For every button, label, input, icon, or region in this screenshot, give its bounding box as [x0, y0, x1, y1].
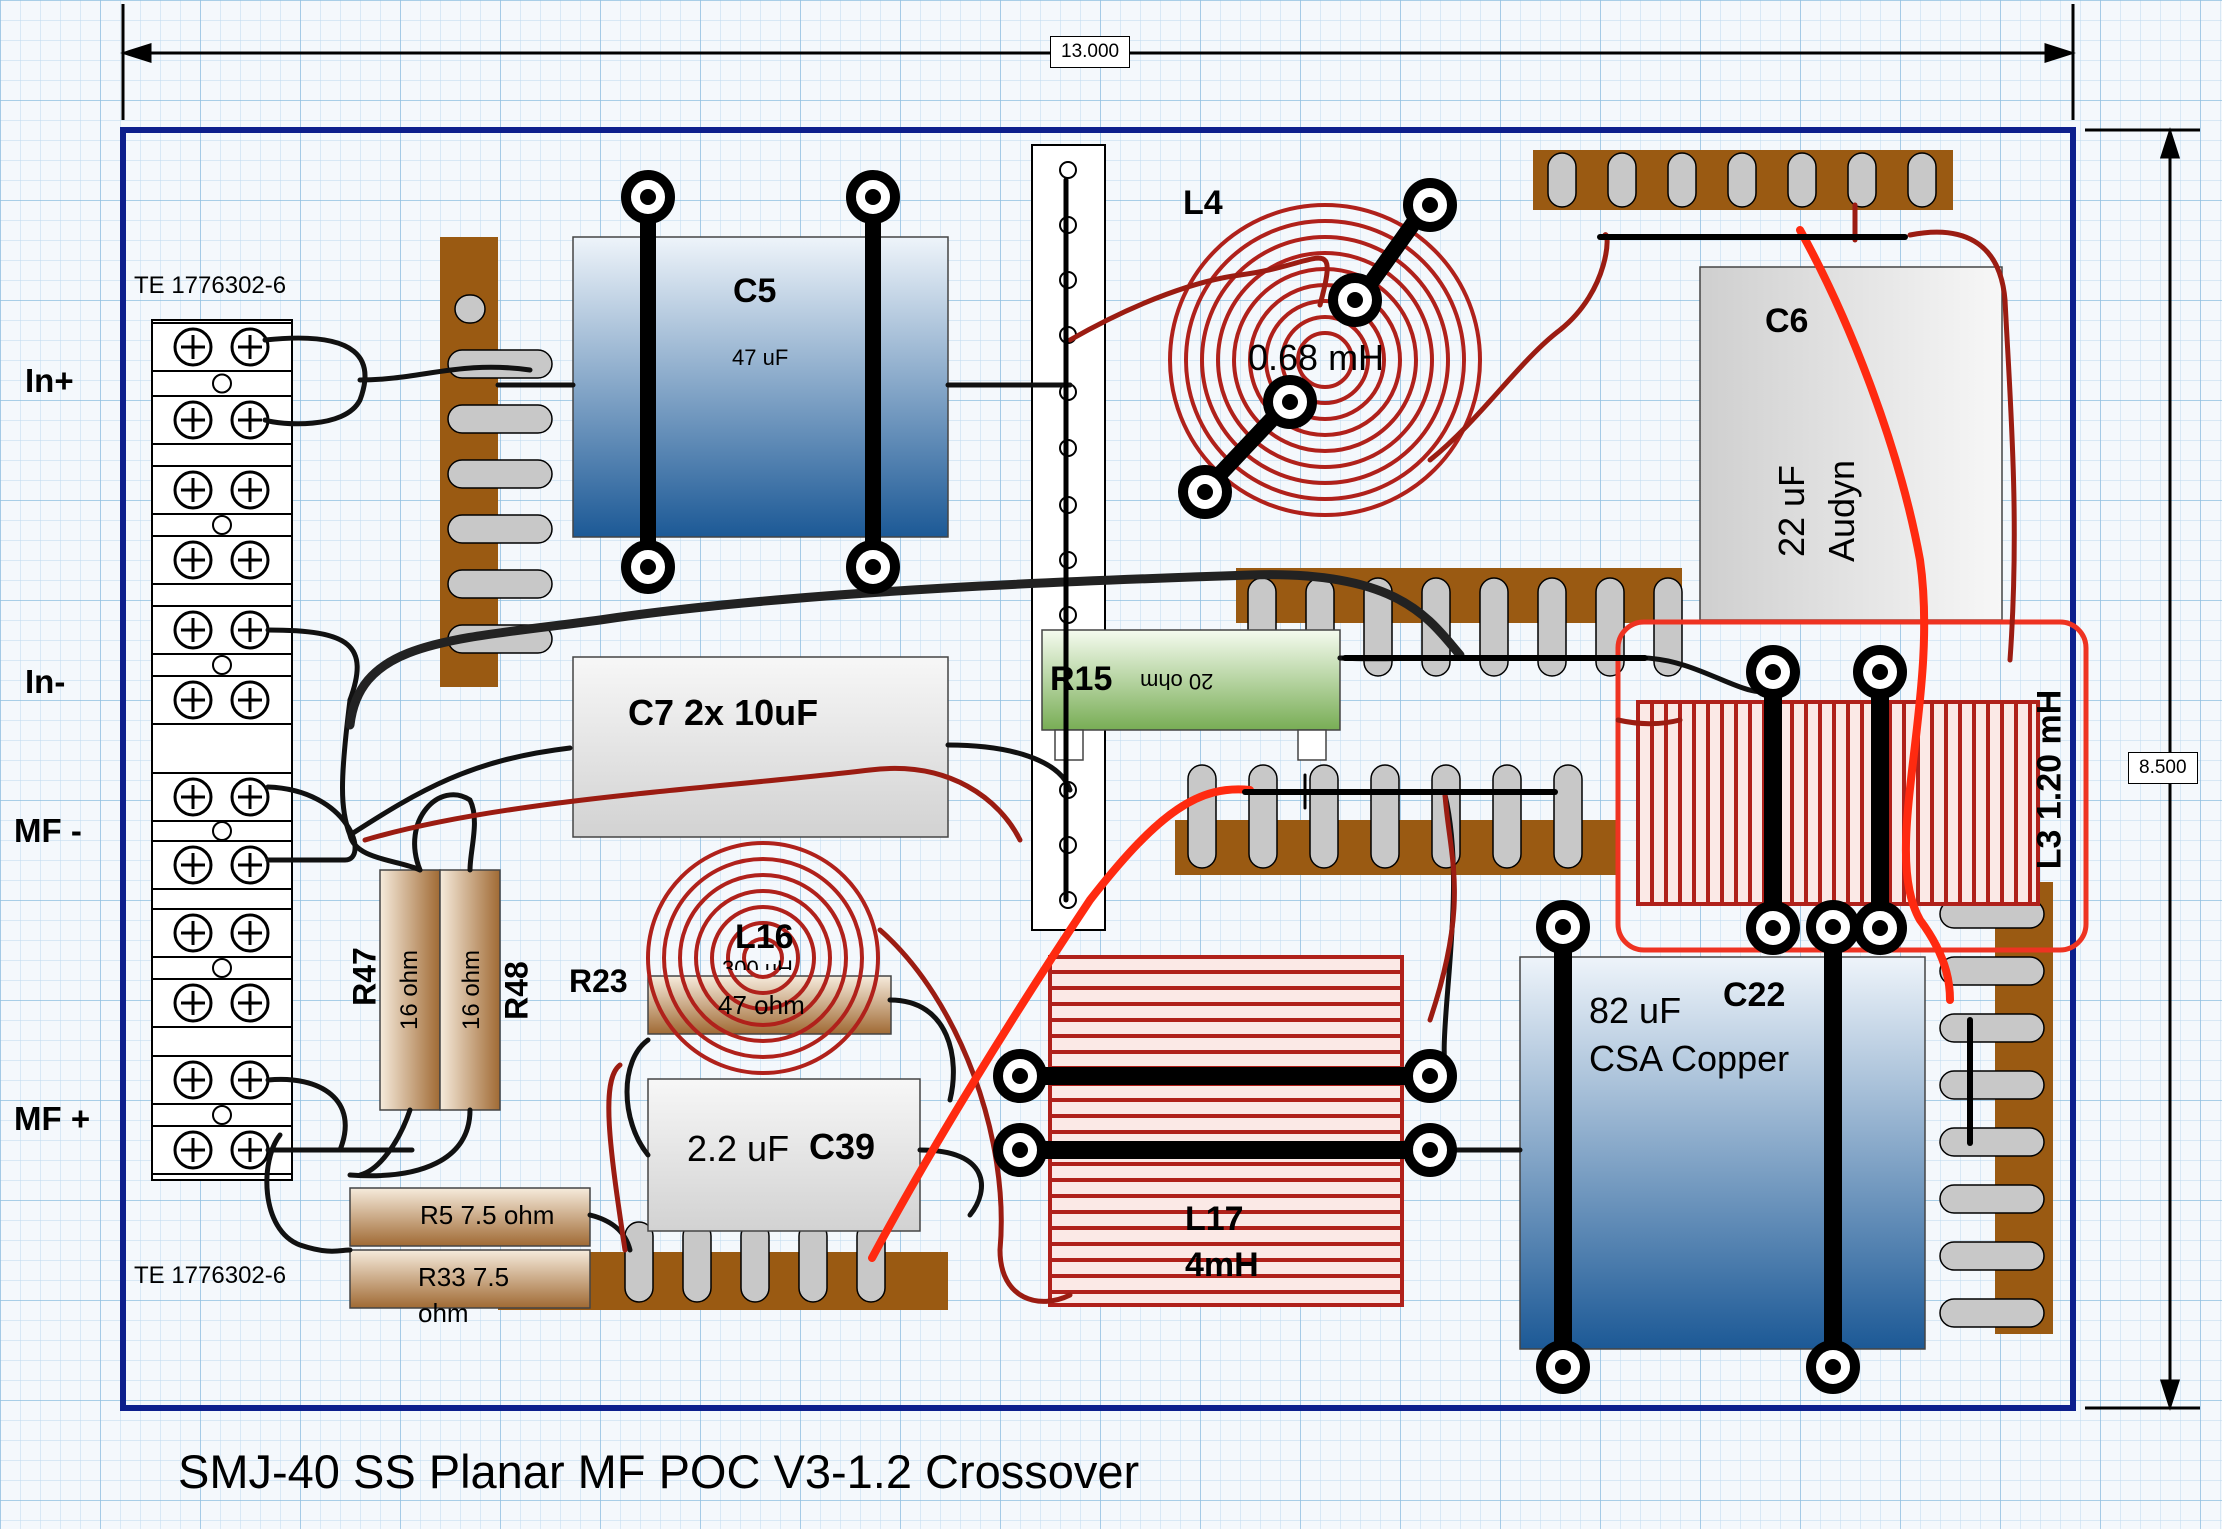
l3-inductor [1636, 700, 2040, 906]
terminal-part-bottom: TE 1776302-6 [134, 1262, 287, 1289]
terminal-block [151, 319, 293, 1181]
c39-name: C39 [809, 1126, 876, 1167]
l3-name: L3 1.20 mH [2030, 689, 2069, 870]
terminal-part-top: TE 1776302-6 [134, 272, 287, 299]
strip-right [1939, 882, 2053, 1334]
l4-value: 0.68 mH [1248, 337, 1385, 378]
r23-value: 47 ohm [718, 990, 805, 1020]
c5-name: C5 [733, 272, 777, 310]
c6-value: 22 uF [1771, 464, 1812, 558]
c7-capacitor [572, 656, 949, 838]
c5-value: 47 uF [732, 345, 789, 370]
c39-capacitor [647, 1078, 921, 1232]
r48-name: R48 [498, 961, 535, 1020]
r15-value: 20 ohm [1140, 669, 1214, 694]
c7-name: C7 2x 10uF [628, 692, 819, 733]
r15-resistor [1041, 629, 1341, 731]
l16-name: L16 [735, 918, 794, 956]
diagram-title: SMJ-40 SS Planar MF POC V3-1.2 Crossover [178, 1445, 1140, 1498]
r5-resistor [349, 1187, 591, 1247]
l16-inductor [646, 841, 880, 1075]
label-mf-minus: MF - [14, 812, 82, 849]
l17-name: L17 [1185, 1200, 1244, 1238]
r47-value: 16 ohm [396, 949, 423, 1031]
wires [262, 202, 2017, 1304]
strip-top-right [1533, 150, 1953, 210]
c22-brand: CSA Copper [1589, 1038, 1790, 1079]
width-dimension-label: 13.000 [1050, 36, 1131, 68]
c22-name: C22 [1723, 976, 1786, 1014]
c6-brand: Audyn [1821, 459, 1862, 563]
c22-value: 82 uF [1589, 990, 1682, 1031]
r33-name: R33 7.5 [418, 1262, 510, 1292]
label-in-minus: In- [25, 663, 66, 700]
l4-name: L4 [1183, 184, 1223, 222]
label-mf-plus: MF + [14, 1100, 91, 1137]
r23-name: R23 [569, 963, 628, 999]
r33-resistor [349, 1249, 591, 1309]
l3-highlight-box [1615, 619, 2089, 953]
l17-inductor [1048, 955, 1404, 1307]
pin-rings [621, 170, 1907, 1394]
c6-name: C6 [1765, 302, 1809, 340]
r48-resistor [439, 869, 501, 1111]
strip-middle-upper [1236, 568, 1683, 677]
r15-name: R15 [1050, 660, 1113, 698]
c39-value: 2.2 uF [687, 1128, 790, 1169]
r5-name: R5 7.5 ohm [420, 1200, 555, 1230]
height-dimension-label: 8.500 [2128, 752, 2198, 784]
board-outline [120, 127, 2076, 1411]
label-in-plus: In+ [25, 362, 74, 399]
c5-capacitor [572, 236, 949, 538]
r33-unit: ohm [418, 1298, 469, 1328]
l17-value: 4mH [1185, 1246, 1259, 1284]
r48-value: 16 ohm [458, 949, 485, 1031]
l16-value: 300 uH [722, 956, 793, 970]
r47-name: R47 [346, 947, 383, 1006]
l4-inductor [1168, 203, 1482, 517]
c22-capacitor [1519, 956, 1926, 1350]
